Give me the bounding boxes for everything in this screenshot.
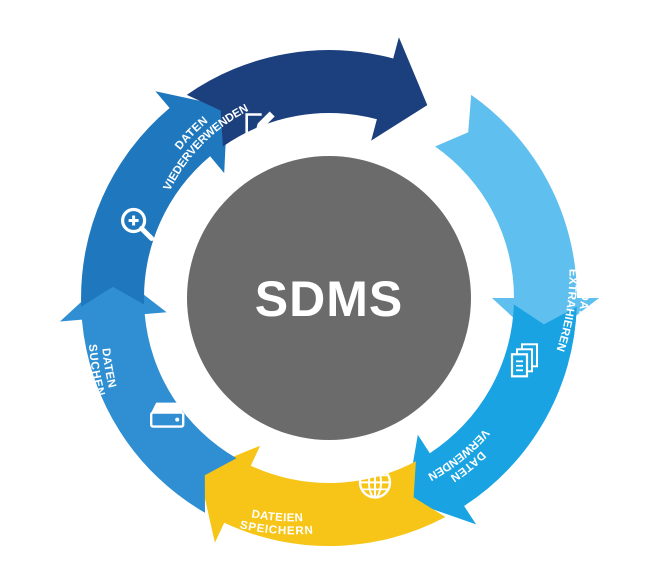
arrow-extrahieren	[406, 304, 577, 525]
arrow-suchen	[81, 91, 228, 307]
center-label: SDMS	[255, 271, 403, 327]
segment-label-path: DATEIEN	[251, 508, 303, 524]
documents-stack-icon	[510, 343, 538, 378]
arrow-erfassen	[435, 94, 599, 344]
arrow-verwenden	[198, 445, 446, 547]
globe-icon	[358, 466, 392, 499]
hard-drive-icon	[149, 402, 185, 428]
edit-icon	[245, 111, 275, 140]
center-circle: SDMS	[187, 156, 471, 440]
search-plus-icon	[121, 207, 155, 241]
segment-label-speichern-1: DATEIEN	[251, 508, 304, 524]
document-icon	[462, 204, 487, 237]
arrow-speichern	[60, 271, 237, 513]
